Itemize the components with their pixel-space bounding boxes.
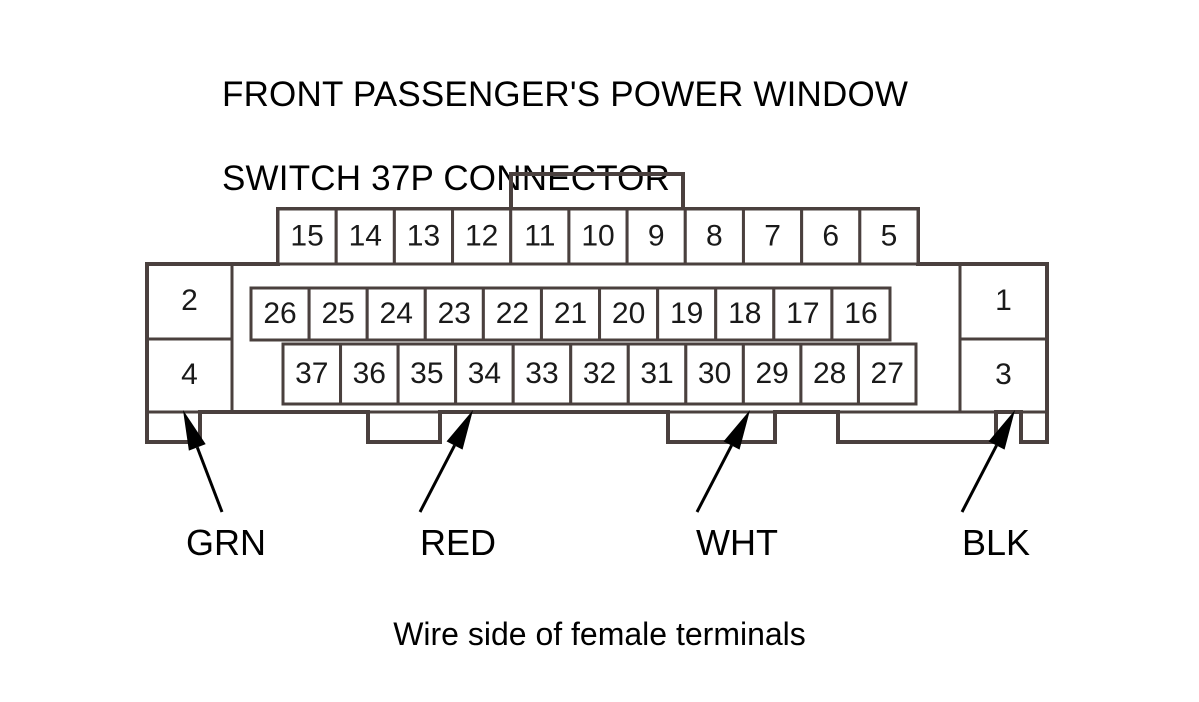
mid-pin-label-17: 17	[786, 297, 819, 330]
arrow-head-blk	[988, 410, 1015, 450]
bot-pin-label-33: 33	[525, 357, 558, 390]
mid-pin-label-20: 20	[612, 297, 645, 330]
mid-pin-label-22: 22	[496, 297, 529, 330]
bot-pin-label-37: 37	[295, 357, 328, 390]
mid-pin-label-18: 18	[728, 297, 761, 330]
top-pin-label-11: 11	[524, 219, 555, 252]
top-pin-label-6: 6	[822, 219, 839, 252]
page-title: FRONT PASSENGER'S POWER WINDOW SWITCH 37…	[222, 32, 1082, 242]
wire-label-grn: GRN	[186, 522, 266, 563]
mid-pin-label-19: 19	[670, 297, 703, 330]
bot-pin-cell-30	[684, 342, 745, 406]
top-pin-cell-6	[800, 207, 862, 266]
arrow-head-grn	[183, 410, 206, 451]
top-pin-label-12: 12	[465, 219, 498, 252]
bot-pin-cell-31	[626, 342, 688, 406]
right-side-cells: 13	[995, 284, 1012, 391]
mid-pin-label-21: 21	[554, 297, 587, 330]
mid-pin-label-25: 25	[321, 297, 354, 330]
bot-pin-cell-27	[856, 342, 918, 406]
top-pin-label-13: 13	[407, 219, 440, 252]
bot-pin-cell-32	[569, 342, 630, 406]
mid-pin-cell-25	[307, 286, 369, 342]
diagram-caption: Wire side of female terminals	[393, 616, 806, 652]
latch-tab	[509, 172, 685, 209]
mid-pin-cell-16	[830, 286, 892, 342]
bot-pin-label-34: 34	[468, 357, 501, 390]
left-pin-label-4: 4	[181, 358, 198, 391]
wire-label-wht: WHT	[696, 522, 778, 563]
mid-pin-label-24: 24	[380, 297, 413, 330]
top-row-cells: 15 14 13 12 11 10 9 8 7 6 5	[276, 207, 920, 266]
top-pin-cell-5	[858, 207, 920, 266]
bot-pin-cell-29	[741, 342, 803, 406]
arrow-shaft-blk	[960, 444, 998, 513]
wire-arrows	[183, 410, 1015, 513]
bot-pin-label-32: 32	[583, 357, 616, 390]
top-pin-label-14: 14	[349, 219, 382, 252]
title-line-2: SWITCH 37P CONNECTOR	[222, 159, 671, 198]
arrow-head-red	[446, 410, 473, 450]
arrow-shaft-wht	[695, 444, 733, 513]
right-pin-label-3: 3	[995, 358, 1012, 391]
mid-pin-label-16: 16	[844, 297, 877, 330]
bot-pin-cell-36	[339, 342, 400, 406]
right-pin-label-1: 1	[995, 284, 1012, 317]
top-pin-label-9: 9	[648, 219, 665, 252]
top-pin-label-5: 5	[881, 219, 898, 252]
top-pin-cell-11	[509, 207, 571, 266]
top-pin-cell-7	[741, 207, 804, 266]
mid-pin-cell-18	[714, 286, 776, 342]
bot-pin-label-30: 30	[698, 357, 731, 390]
mid-pin-label-26: 26	[263, 297, 296, 330]
mid-pin-cell-24	[365, 286, 427, 342]
title-line-1: FRONT PASSENGER'S POWER WINDOW	[222, 75, 909, 114]
arrow-shaft-red	[418, 444, 456, 513]
top-pin-label-15: 15	[290, 219, 323, 252]
arrow-shaft-grn	[195, 446, 224, 513]
left-side-cells: 24	[181, 284, 198, 391]
bot-pin-cell-34	[454, 342, 515, 406]
mid-pin-label-23: 23	[438, 297, 471, 330]
bot-pin-cell-37	[281, 342, 343, 406]
bot-pin-label-35: 35	[410, 357, 443, 390]
bot-pin-cell-28	[799, 342, 860, 406]
bot-pin-label-28: 28	[813, 357, 846, 390]
bot-pin-label-36: 36	[353, 357, 386, 390]
left-pin-label-2: 2	[181, 284, 198, 317]
bot-pin-label-27: 27	[871, 357, 904, 390]
mid-pin-cell-21	[539, 286, 602, 342]
bot-pin-label-31: 31	[640, 357, 673, 390]
arrow-head-wht	[723, 410, 750, 450]
top-pin-label-7: 7	[764, 219, 781, 252]
mid-pin-cell-23	[423, 286, 485, 342]
wire-label-red: RED	[420, 522, 497, 563]
top-pin-cell-8	[683, 207, 745, 266]
top-pin-label-10: 10	[581, 219, 614, 252]
wire-label-blk: BLK	[962, 522, 1031, 563]
middle-row-cells: 26 25 24 23 22 21 20 19 18 17 16	[249, 286, 892, 342]
bot-pin-label-29: 29	[755, 357, 788, 390]
top-pin-label-8: 8	[706, 219, 723, 252]
bottom-row-cells: 37 36 35 34 33 32 31 30 29 28 27	[281, 342, 918, 406]
